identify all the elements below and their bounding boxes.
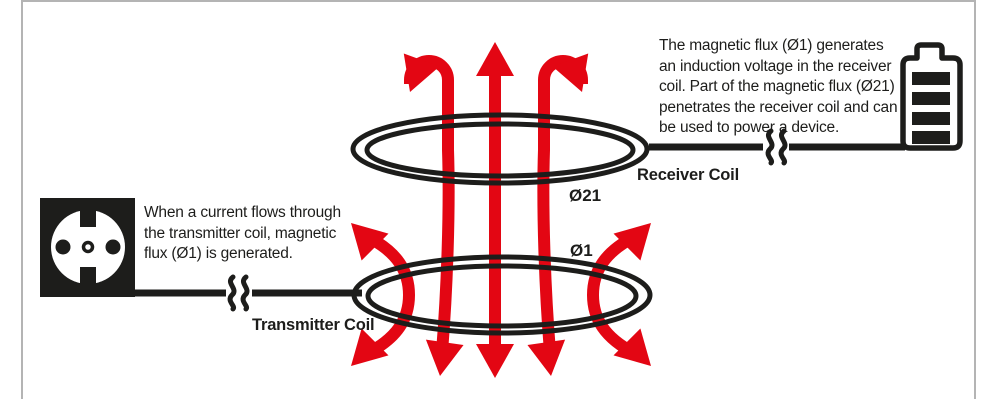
transmitter-coil-ellipse xyxy=(351,254,653,336)
flux-line-left-hook xyxy=(404,55,455,353)
flux-arrowhead-up-center xyxy=(476,42,514,76)
flux-arrowhead-hook-right xyxy=(552,53,589,92)
flux-arrowhead-crescent-left-top xyxy=(351,223,389,261)
receiver-coil-ellipse xyxy=(350,112,650,186)
flux-field-lines xyxy=(363,55,639,360)
flux-line-right-hook xyxy=(537,55,588,353)
flux-arrowhead-crescent-right-bottom xyxy=(613,328,651,366)
flux-arrowhead-down-right xyxy=(527,339,566,376)
transmitter-note: When a current flows through the transmi… xyxy=(144,204,341,262)
flux-arrowhead-crescent-left-bottom xyxy=(351,328,389,366)
cable-break-icon xyxy=(765,128,788,166)
flux-arrowhead-hook-left xyxy=(403,53,440,92)
flux-arrowhead-down-center xyxy=(476,344,514,378)
cable-break-icon xyxy=(227,274,250,312)
flux-arrowhead-crescent-right-top xyxy=(613,223,651,261)
transmitter-coil-label: Transmitter Coil xyxy=(252,316,375,334)
flux-crescent-right xyxy=(586,230,639,360)
receiver-coil-label: Receiver Coil xyxy=(637,166,739,184)
power-socket-icon xyxy=(40,198,135,297)
flux-21-label: Ø21 xyxy=(569,186,602,205)
flux-arrowheads xyxy=(351,42,651,378)
battery-icon xyxy=(900,42,963,151)
flux-1-label: Ø1 xyxy=(570,241,593,260)
receiver-note: The magnetic flux (Ø1) generates an indu… xyxy=(659,37,898,136)
flux-crescent-left xyxy=(363,230,416,360)
flux-arrowhead-down-left xyxy=(425,339,464,376)
